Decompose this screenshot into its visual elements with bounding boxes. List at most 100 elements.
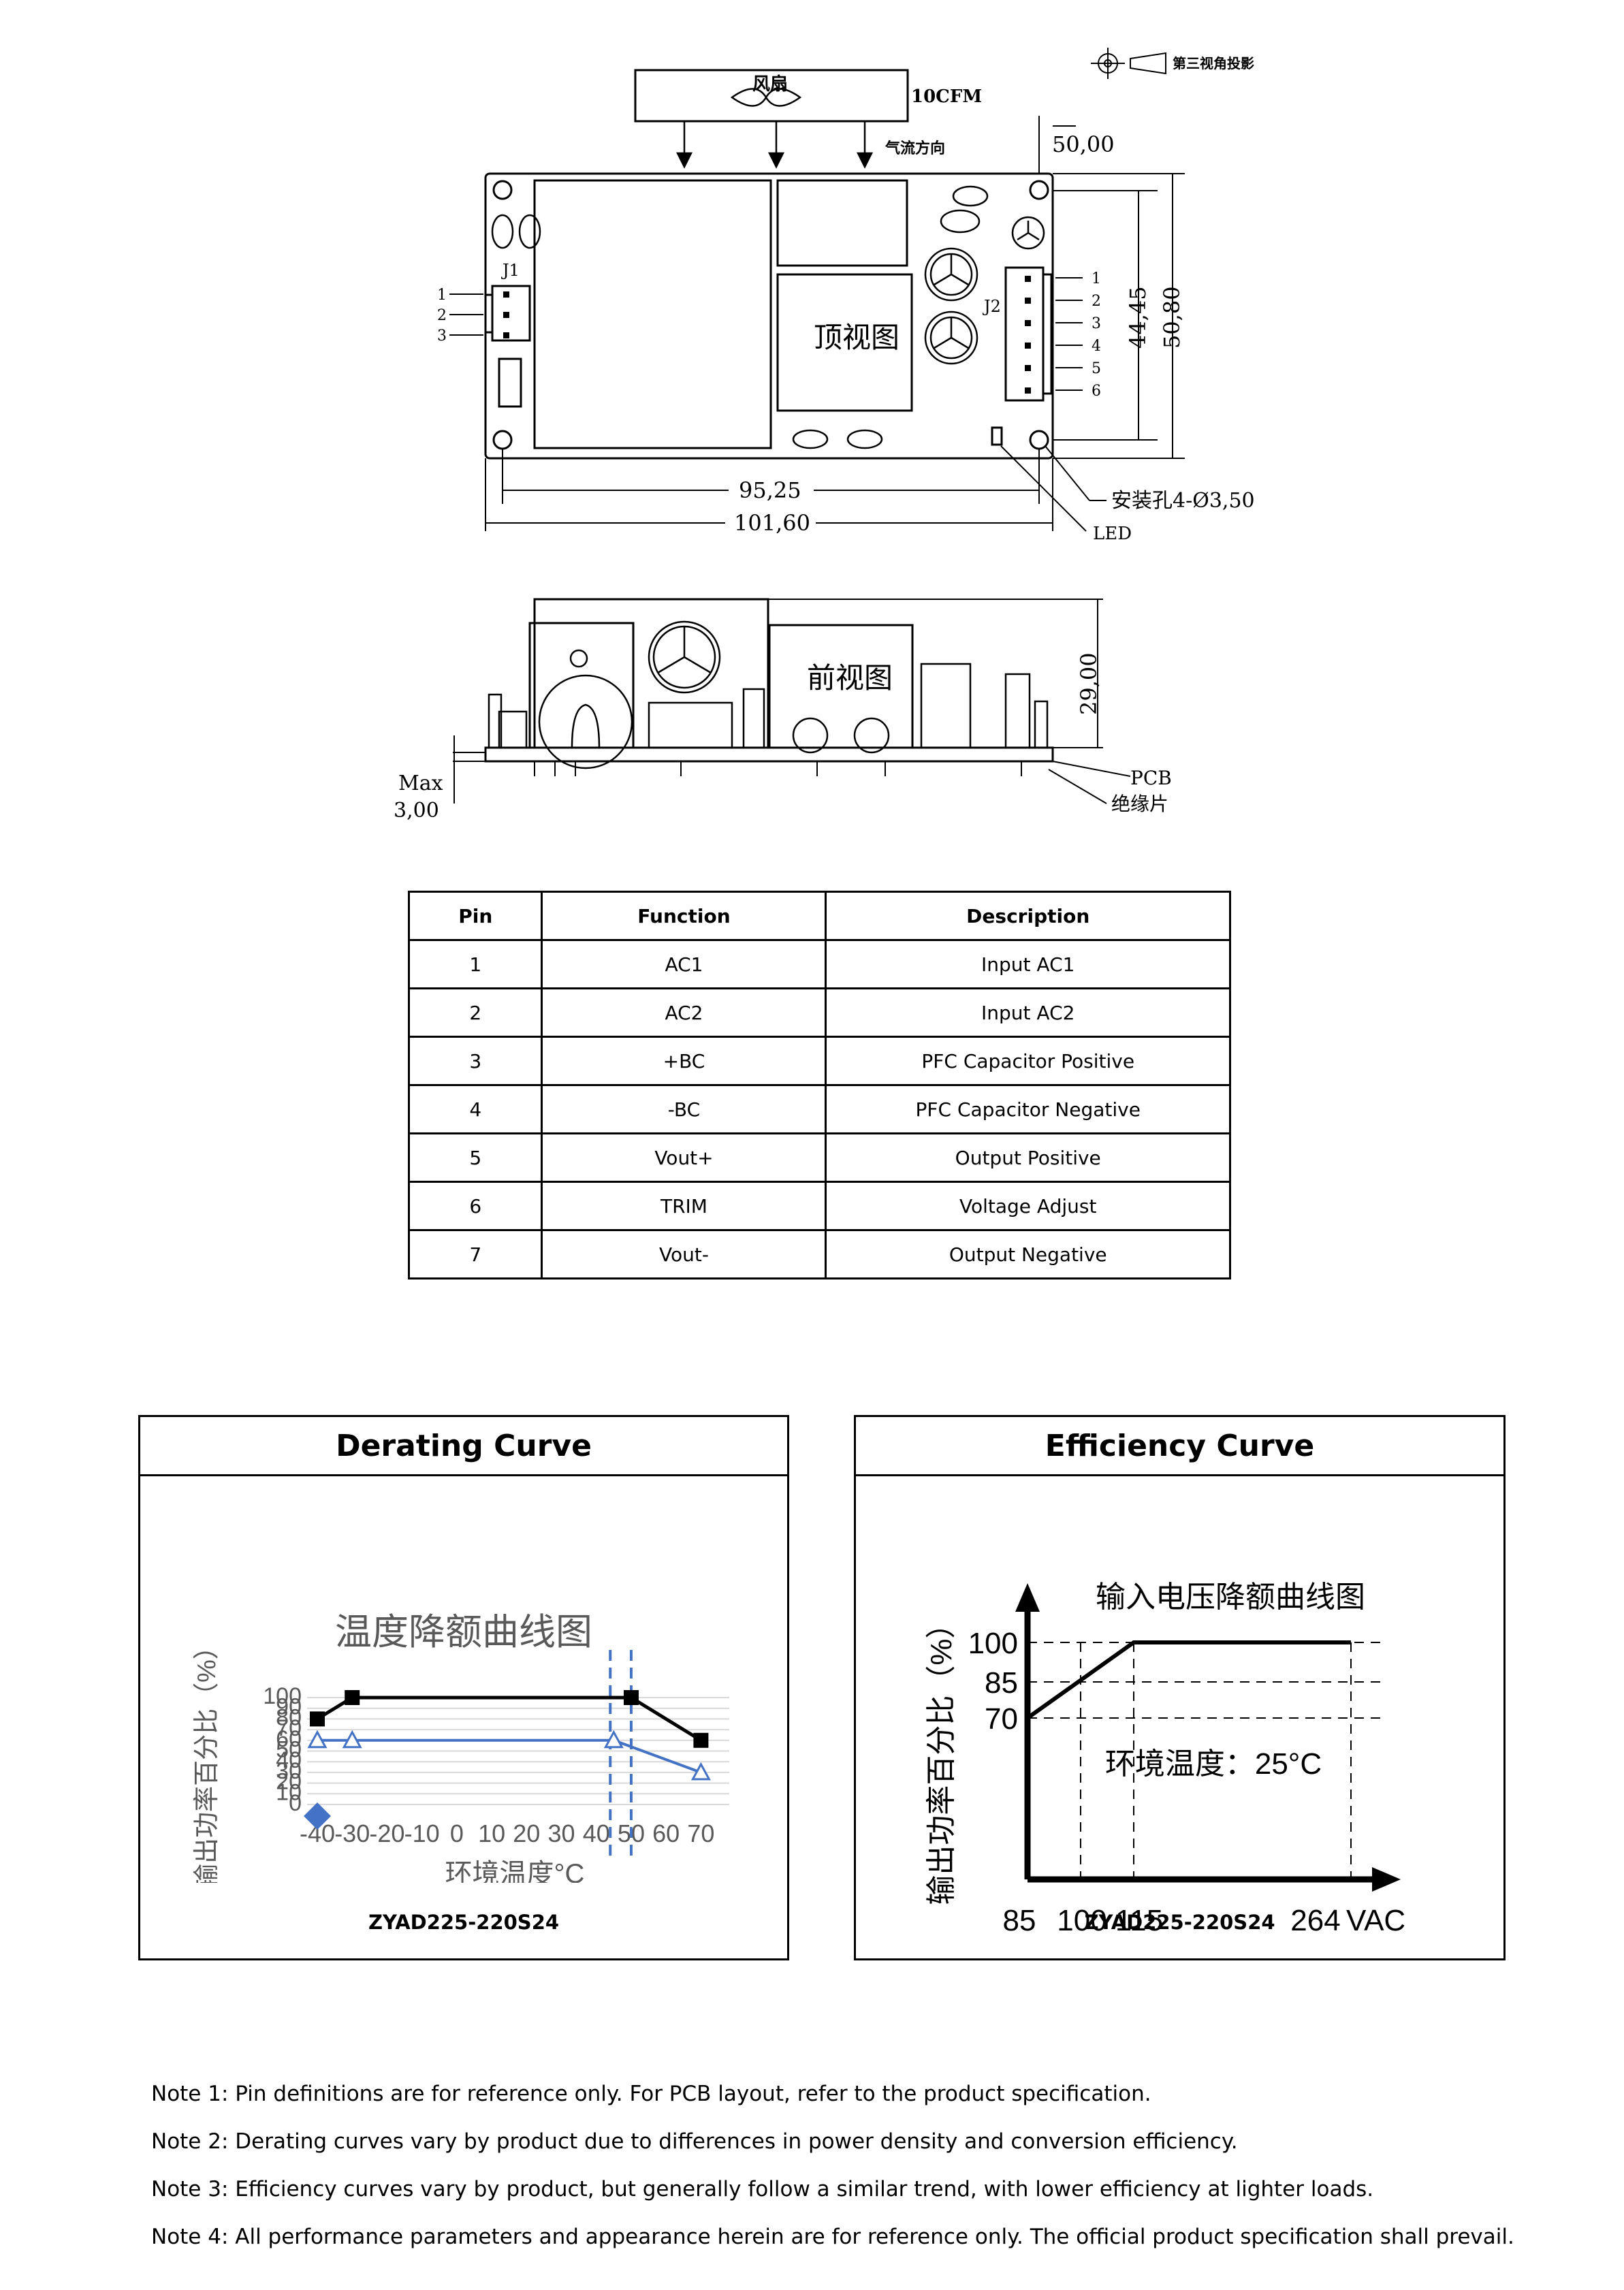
mechanical-drawing: 第三视角投影 风扇 10CFM 气流方向 顶视图 J1 1 2 bbox=[394, 48, 1255, 823]
series-line bbox=[317, 1738, 702, 1774]
efficiency-curve-box: Efficiency Curve 输入电压降额曲线图环境温度：25°C 100 85… bbox=[854, 1415, 1506, 1960]
table-row: 1 AC1 Input AC1 bbox=[407, 939, 1231, 989]
x-tick-label: -10 bbox=[404, 1819, 440, 1847]
x-tick-label: 60 bbox=[652, 1819, 680, 1847]
note-4: Note 4: All performance parameters and a… bbox=[151, 2225, 1514, 2249]
function-cell: AC2 bbox=[541, 987, 827, 1038]
data-point bbox=[307, 1730, 328, 1749]
front-view-body bbox=[533, 598, 769, 749]
data-point bbox=[342, 1730, 362, 1749]
note-3: Note 3: Efficiency curves vary by produc… bbox=[151, 2177, 1374, 2201]
fan-label: 风扇 bbox=[752, 74, 788, 95]
j1-pin-3: 3 bbox=[437, 328, 447, 345]
j1-pin-2: 2 bbox=[437, 307, 447, 324]
y-tick-label: 100 bbox=[263, 1683, 302, 1709]
derating-box-title: Derating Curve bbox=[140, 1417, 787, 1476]
notes-section: Note 1: Pin definitions are for referenc… bbox=[151, 2070, 1514, 2261]
x-tick-label: 85 bbox=[1003, 1904, 1036, 1937]
y-tick-label: 30 bbox=[276, 1758, 302, 1784]
y-tick-label: 0 bbox=[289, 1790, 302, 1816]
series-line bbox=[316, 1696, 702, 1742]
table-row: 7 Vout- Output Negative bbox=[407, 1229, 1231, 1279]
description-cell: Input AC2 bbox=[825, 987, 1231, 1038]
description-cell: Voltage Adjust bbox=[825, 1181, 1231, 1231]
front-view-label: 前视图 bbox=[807, 661, 893, 695]
fan-box bbox=[634, 69, 909, 123]
pin-cell: 6 bbox=[407, 1181, 543, 1231]
data-point bbox=[623, 1690, 639, 1705]
j2-pin-3: 3 bbox=[1092, 315, 1101, 332]
data-point bbox=[345, 1690, 360, 1705]
x-tick-label: -30 bbox=[334, 1819, 370, 1847]
y-tick-label: 80 bbox=[276, 1704, 302, 1730]
x-tick-label: 10 bbox=[478, 1819, 505, 1847]
x-axis-label: 环境温度°C bbox=[445, 1859, 585, 1883]
fan-icon bbox=[730, 88, 802, 107]
dim-95-25: 95,25 bbox=[739, 477, 801, 503]
y-axis-label: 输出功率百分比（%） bbox=[925, 1608, 958, 1905]
y-tick-label: 10 bbox=[276, 1779, 302, 1805]
series-line bbox=[1026, 1640, 1351, 1720]
table-row: 5 Vout+ Output Positive bbox=[407, 1132, 1231, 1183]
efficiency-box-title: Efficiency Curve bbox=[856, 1417, 1503, 1476]
derating-model: ZYAD225-220S24 bbox=[368, 1911, 560, 1934]
table-header-row: Pin Function Description bbox=[407, 891, 1231, 941]
note-1: Note 1: Pin definitions are for referenc… bbox=[151, 2082, 1151, 2106]
pcb-board bbox=[484, 746, 1054, 763]
connector-j1-label: J1 bbox=[500, 261, 520, 280]
table-row: 6 TRIM Voltage Adjust bbox=[407, 1181, 1231, 1231]
pin-cell: 1 bbox=[407, 939, 543, 989]
airflow-arrows bbox=[675, 121, 874, 169]
annotation: 环境温度：25°C bbox=[1105, 1747, 1322, 1781]
note-2: Note 2: Derating curves vary by product … bbox=[151, 2129, 1238, 2154]
col-header-description: Description bbox=[825, 891, 1231, 941]
dim-101-60: 101,60 bbox=[734, 510, 810, 536]
projection-symbol-icon bbox=[1091, 48, 1166, 79]
dim-29-00: 29,00 bbox=[1076, 652, 1102, 715]
x-tick-label: 70 bbox=[687, 1819, 714, 1847]
pin-cell: 4 bbox=[407, 1084, 543, 1134]
data-point bbox=[693, 1732, 709, 1748]
capacitor-icons bbox=[491, 185, 1045, 449]
y-tick-label: 60 bbox=[276, 1726, 302, 1752]
x-tick-label: 30 bbox=[547, 1819, 575, 1847]
y-tick-label: 40 bbox=[276, 1747, 302, 1773]
y-tick-label: 50 bbox=[276, 1737, 302, 1763]
data-point bbox=[310, 1711, 325, 1727]
x-tick-label: 115 bbox=[1115, 1904, 1163, 1937]
y-tick-label: 70 bbox=[985, 1702, 1018, 1736]
table-row: 3 +BC PFC Capacitor Positive bbox=[407, 1036, 1231, 1086]
fan-flow: 10CFM bbox=[911, 86, 982, 107]
x-tick-label: 20 bbox=[513, 1819, 540, 1847]
j2-pin-4: 4 bbox=[1092, 338, 1101, 355]
x-axis-label: VAC bbox=[1346, 1904, 1405, 1937]
y-tick-label: 85 bbox=[985, 1666, 1018, 1700]
function-cell: TRIM bbox=[541, 1181, 827, 1231]
y-tick-label: 90 bbox=[276, 1694, 302, 1720]
description-cell: Output Positive bbox=[825, 1132, 1231, 1183]
x-tick-label: 100 bbox=[1057, 1904, 1106, 1937]
max-value: 3,00 bbox=[394, 799, 439, 823]
dim-top-offset: 50,00 bbox=[1052, 131, 1115, 157]
col-header-pin: Pin bbox=[407, 891, 543, 941]
mount-hole-label: 安装孔4-Ø3,50 bbox=[1111, 489, 1255, 513]
j2-pin-6: 6 bbox=[1092, 383, 1101, 400]
led-label: LED bbox=[1093, 524, 1132, 544]
dim-50-80: 50,80 bbox=[1159, 286, 1185, 349]
y-tick-label: 70 bbox=[276, 1715, 302, 1741]
col-header-function: Function bbox=[541, 891, 827, 941]
function-cell: Vout+ bbox=[541, 1132, 827, 1183]
chart-title: 输入电压降额曲线图 bbox=[1096, 1580, 1365, 1614]
x-tick-label: -20 bbox=[369, 1819, 404, 1847]
projection-label: 第三视角投影 bbox=[1173, 55, 1254, 71]
data-point-diamond bbox=[304, 1802, 331, 1830]
pin-table: Pin Function Description 1 AC1 Input AC1… bbox=[407, 891, 1231, 1279]
y-axis-arrow-icon bbox=[1015, 1583, 1040, 1612]
top-view-board bbox=[484, 172, 1054, 460]
description-cell: PFC Capacitor Negative bbox=[825, 1084, 1231, 1134]
j1-pin-1: 1 bbox=[437, 287, 447, 304]
pin-cell: 2 bbox=[407, 987, 543, 1038]
efficiency-model: ZYAD225-220S24 bbox=[1084, 1911, 1275, 1934]
